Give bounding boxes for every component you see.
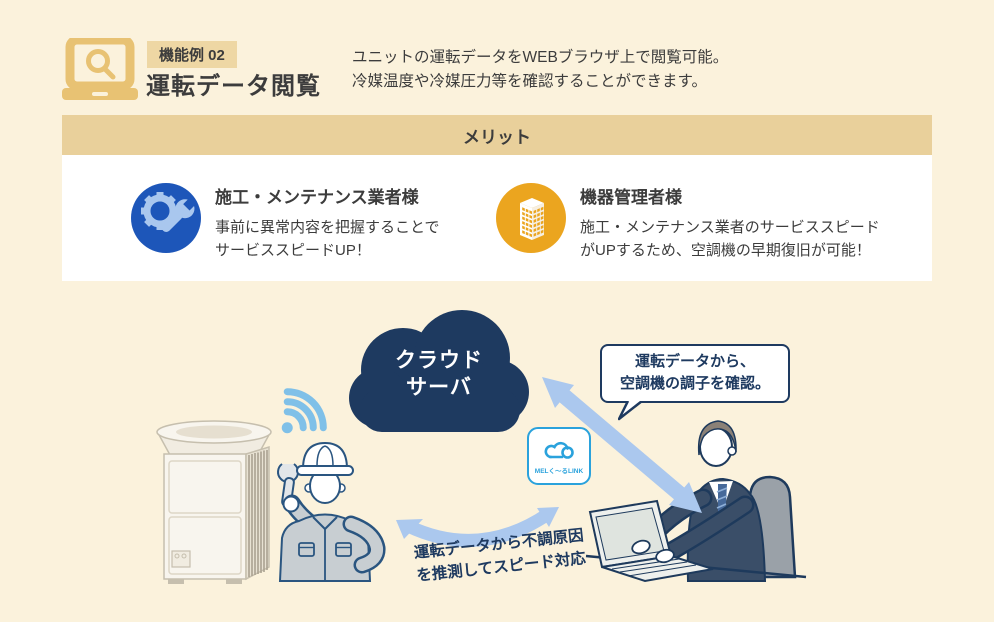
feature-description: ユニットの運転データをWEBブラウザ上で閲覧可能。 冷媒温度や冷媒圧力等を確認す…: [352, 46, 728, 94]
merit-item-line1: 施工・メンテナンス業者のサービススピード: [580, 219, 880, 236]
cloud-server-shape: [349, 310, 529, 432]
diagram-illustration: [156, 310, 807, 584]
feature-description-line2: 冷媒温度や冷媒圧力等を確認することができます。: [352, 73, 707, 91]
merit-item-text: 機器管理者様 施工・メンテナンス業者のサービススピード がUPするため、空調機の…: [580, 183, 880, 263]
merit-bar: メリット: [62, 115, 932, 155]
mel-cloud-link-badge: MELく〜るLINK: [527, 427, 591, 485]
cloud-data-arrow: [542, 377, 702, 513]
merit-bar-label: メリット: [463, 127, 531, 147]
bubble-line1: 運転データから、: [634, 353, 755, 370]
mel-cloud-icon: [544, 441, 574, 459]
typing-hands: [631, 539, 675, 564]
hvac-outdoor-unit: [156, 420, 272, 584]
bubble-line2: 空調機の調子を確認。: [619, 374, 770, 392]
merit-item-text: 施工・メンテナンス業者様 事前に異常内容を把握することで サービススピードUP！: [215, 183, 440, 263]
wrench-gear-icon: [131, 183, 201, 253]
feature-number-badge: 機能例 02: [147, 41, 237, 68]
building-icon: [496, 183, 566, 253]
check-condition-bubble: 運転データから、 空調機の調子を確認。: [600, 344, 790, 421]
merit-item-line1: 事前に異常内容を把握することで: [215, 219, 440, 236]
cloud-label-line2: サーバ: [406, 376, 472, 400]
mel-badge-label: MELく〜るLINK: [534, 467, 584, 475]
worker-figure: [277, 441, 386, 582]
bubble-tail: [618, 401, 643, 421]
wifi-signal-icon: [281, 388, 327, 434]
laptop-search-icon: [62, 38, 138, 100]
merit-item-line2: がUPするため、空調機の早期復旧が可能！: [580, 242, 871, 260]
laptop: [588, 499, 714, 583]
merit-item-title: 施工・メンテナンス業者様: [215, 188, 419, 207]
cloud-server-label: クラウド サーバ: [368, 347, 510, 402]
speed-response-arrow: [396, 507, 559, 547]
merit-item-contractor: 施工・メンテナンス業者様 事前に異常内容を把握することで サービススピードUP！: [131, 183, 440, 263]
merit-item-line2: サービススピードUP！: [215, 242, 371, 260]
cloud-label-line1: クラウド: [395, 349, 483, 372]
merit-item-manager: 機器管理者様 施工・メンテナンス業者のサービススピード がUPするため、空調機の…: [496, 183, 880, 263]
merit-item-title: 機器管理者様: [580, 188, 682, 207]
feature-description-line1: ユニットの運転データをWEBブラウザ上で閲覧可能。: [352, 49, 729, 66]
merit-panel: 施工・メンテナンス業者様 事前に異常内容を把握することで サービススピードUP！: [62, 155, 932, 281]
page-title: 運転データ閲覧: [146, 73, 321, 100]
